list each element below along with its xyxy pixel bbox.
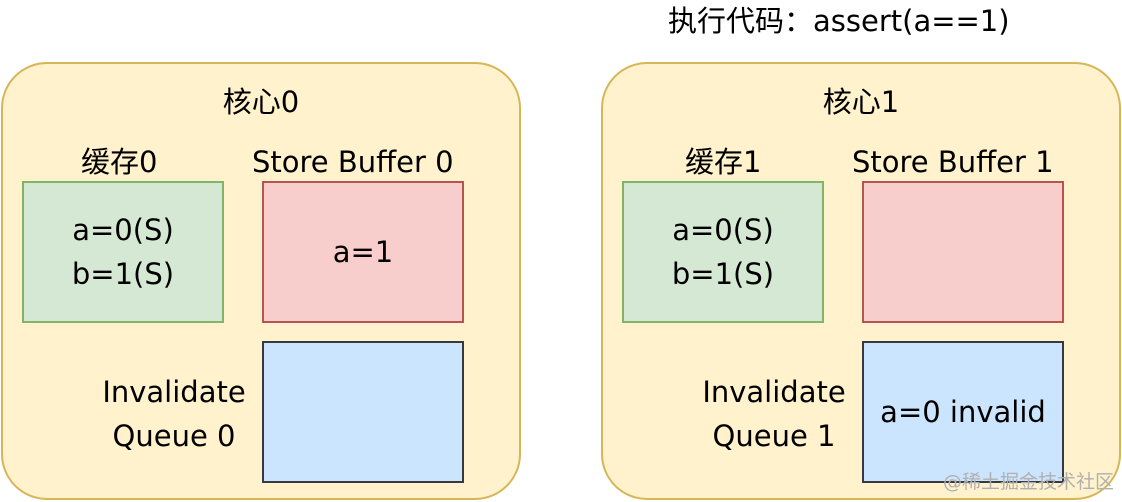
core-0-invalidate-queue-label-line2: Queue 0 xyxy=(112,419,236,453)
core-1-invalidate-queue-label-line2: Queue 1 xyxy=(712,419,836,453)
core-1-title: 核心1 xyxy=(822,85,900,119)
core-0-cache-line-b: b=1(S) xyxy=(71,257,175,291)
core-1-cache-line-b: b=1(S) xyxy=(671,257,775,291)
core-0-cache-box: a=0(S) b=1(S) xyxy=(22,181,224,323)
core-1-invalidate-queue-box: a=0 invalid xyxy=(862,341,1064,483)
core-1-panel: 核心1 缓存1 Store Buffer 1 a=0(S) b=1(S) Inv… xyxy=(601,62,1121,500)
core-1-store-buffer-box xyxy=(862,181,1064,323)
core-0-store-buffer-content: a=1 xyxy=(332,235,394,269)
watermark: @稀土掘金技术社区 xyxy=(942,471,1114,493)
core-0-invalidate-queue-label-line1: Invalidate xyxy=(102,375,246,409)
core-1-store-buffer-label: Store Buffer 1 xyxy=(852,145,1054,179)
executed-code-label: 执行代码：assert(a==1) xyxy=(668,4,1010,38)
core-1-cache-box: a=0(S) b=1(S) xyxy=(622,181,824,323)
core-1-invalidate-queue-label: Invalidate Queue 1 xyxy=(679,370,869,458)
core-1-invalidate-queue-label-line1: Invalidate xyxy=(702,375,846,409)
core-0-invalidate-queue-label: Invalidate Queue 0 xyxy=(79,370,269,458)
core-0-invalidate-queue-box xyxy=(262,341,464,483)
core-1-invalidate-queue-content: a=0 invalid xyxy=(880,395,1046,429)
core-0-cache-line-a: a=0(S) xyxy=(72,213,174,247)
core-1-cache-line-a: a=0(S) xyxy=(672,213,774,247)
core-0-panel: 核心0 缓存0 Store Buffer 0 a=0(S) b=1(S) a=1… xyxy=(1,62,521,500)
core-1-cache-label: 缓存1 xyxy=(685,145,762,179)
core-0-cache-label: 缓存0 xyxy=(81,145,158,179)
core-0-store-buffer-box: a=1 xyxy=(262,181,464,323)
core-0-store-buffer-label: Store Buffer 0 xyxy=(252,145,454,179)
core-0-title: 核心0 xyxy=(222,85,300,119)
